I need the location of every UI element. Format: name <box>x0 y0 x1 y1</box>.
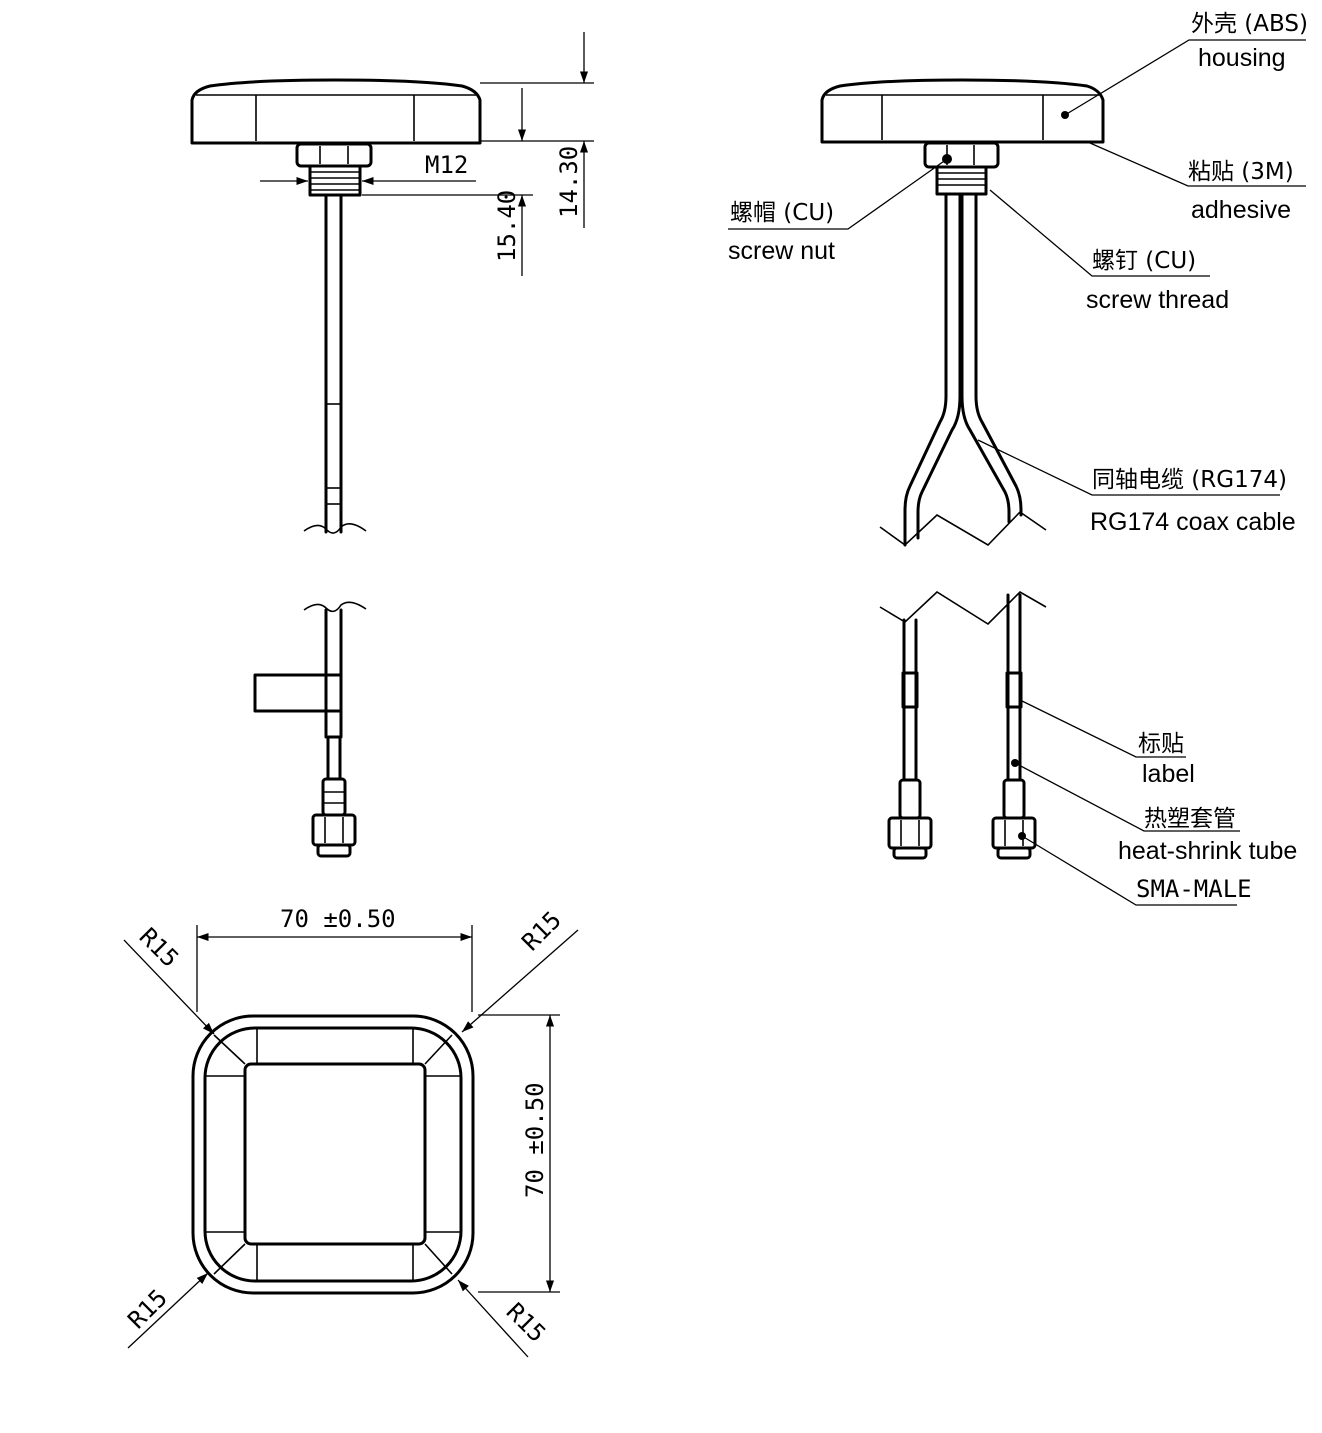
radius-label-bottom-left: R15 <box>122 1284 172 1334</box>
radius-label-top-right: R15 <box>516 906 566 956</box>
top-view-dimensioned: 70 ±0.50 70 ±0.50 R15 R15 R15 R15 <box>122 905 579 1358</box>
coax-en-label: RG174 coax cable <box>1090 508 1296 536</box>
screw-nut-en-label: screw nut <box>728 237 835 265</box>
side-view-callouts: 外壳 (ABS) housing 粘贴 (3M) adhesive 螺帽 (CU… <box>728 11 1308 547</box>
radius-label-bottom-right: R15 <box>501 1297 551 1347</box>
thread-dimension-label: M12 <box>425 151 468 179</box>
screw-thread-cn-label: 螺钉 (CU) <box>1092 248 1196 274</box>
side-view-dimensioned: M12 14.30 15.40 <box>190 32 594 534</box>
screw-thread-en-label: screw thread <box>1086 286 1229 314</box>
connector-label: SMA-MALE <box>1136 875 1252 903</box>
heat-shrink-en-label: heat-shrink tube <box>1118 837 1297 865</box>
width-dimension-label: 70 ±0.50 <box>280 905 396 933</box>
cable-end-view <box>253 601 367 858</box>
dual-cable-end-view: 标贴 label 热塑套管 heat-shrink tube SMA-MALE <box>879 590 1297 906</box>
screw-nut-cn-label: 螺帽 (CU) <box>730 200 834 226</box>
radius-label-top-left: R15 <box>134 922 184 972</box>
label-en-label: label <box>1142 760 1195 788</box>
depth-dimension-label: 70 ±0.50 <box>521 1082 549 1198</box>
housing-en-label: housing <box>1198 44 1286 72</box>
adhesive-en-label: adhesive <box>1191 196 1291 224</box>
adhesive-cn-label: 粘贴 (3M) <box>1188 159 1294 185</box>
height-dimension-label-2: 15.40 <box>493 190 521 262</box>
coax-cn-label: 同轴电缆 (RG174) <box>1092 467 1287 493</box>
housing-cn-label: 外壳 (ABS) <box>1191 11 1308 37</box>
label-cn-label: 标贴 <box>1138 731 1184 757</box>
heat-shrink-cn-label: 热塑套管 <box>1144 806 1236 832</box>
height-dimension-label-1: 14.30 <box>555 146 583 218</box>
